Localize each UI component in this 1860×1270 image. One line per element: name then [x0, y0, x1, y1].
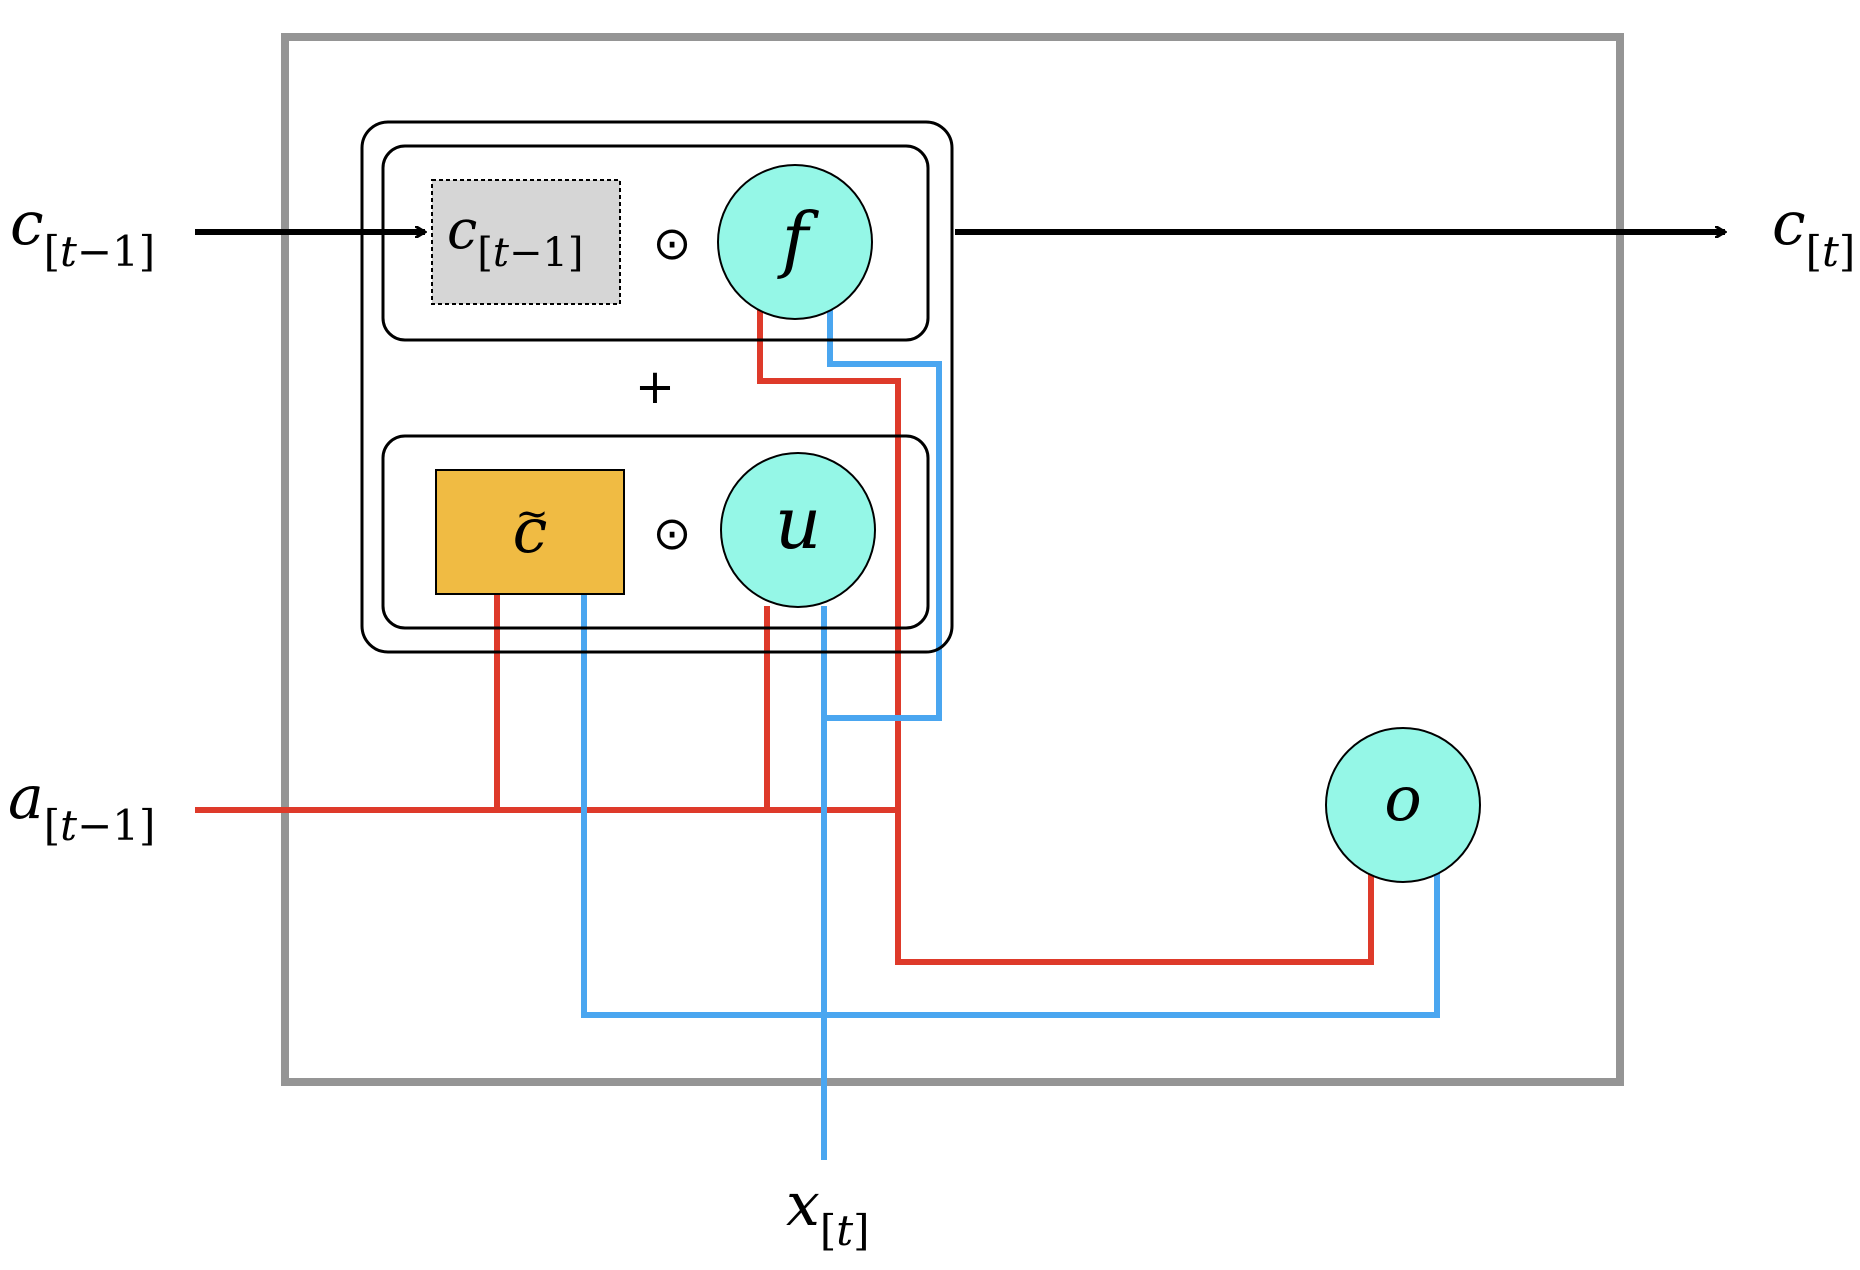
c-tilde-box [435, 469, 625, 595]
c-prev-box [431, 179, 621, 305]
blue-wires [581, 306, 1440, 1160]
hadamard-operator-top: ⊙ [653, 216, 692, 270]
red-wires [195, 306, 1374, 965]
x-to-f-wire [824, 306, 942, 721]
x-to-ctilde-wire [581, 594, 824, 1018]
update-gate [720, 452, 876, 608]
a-prev-input-label: a[t−1] [8, 763, 155, 850]
plus-operator: + [635, 359, 675, 415]
forget-term-box [381, 144, 930, 342]
a-to-o-wire [895, 810, 1374, 965]
cell-frame [281, 33, 1624, 1086]
c-prev-box-label: c[t−1] [447, 198, 584, 276]
c-prev-input-label: c[t−1] [10, 189, 155, 276]
update-gate-label: u [775, 481, 821, 565]
x-to-o-wire [824, 873, 1440, 1018]
forget-gate [717, 164, 873, 320]
c-out-label: c[t] [1772, 189, 1855, 276]
output-gate-label: o [1384, 762, 1421, 835]
update-term-box [381, 434, 930, 630]
c-tilde-label: c [513, 494, 548, 567]
output-gate [1325, 727, 1481, 883]
sum-group-box [360, 120, 954, 654]
hadamard-operator-bottom: ⊙ [653, 506, 692, 560]
c-tilde-accent: ~ [515, 491, 549, 537]
a-to-f-wire [757, 306, 901, 810]
x-input-label: x[t] [786, 1170, 870, 1255]
